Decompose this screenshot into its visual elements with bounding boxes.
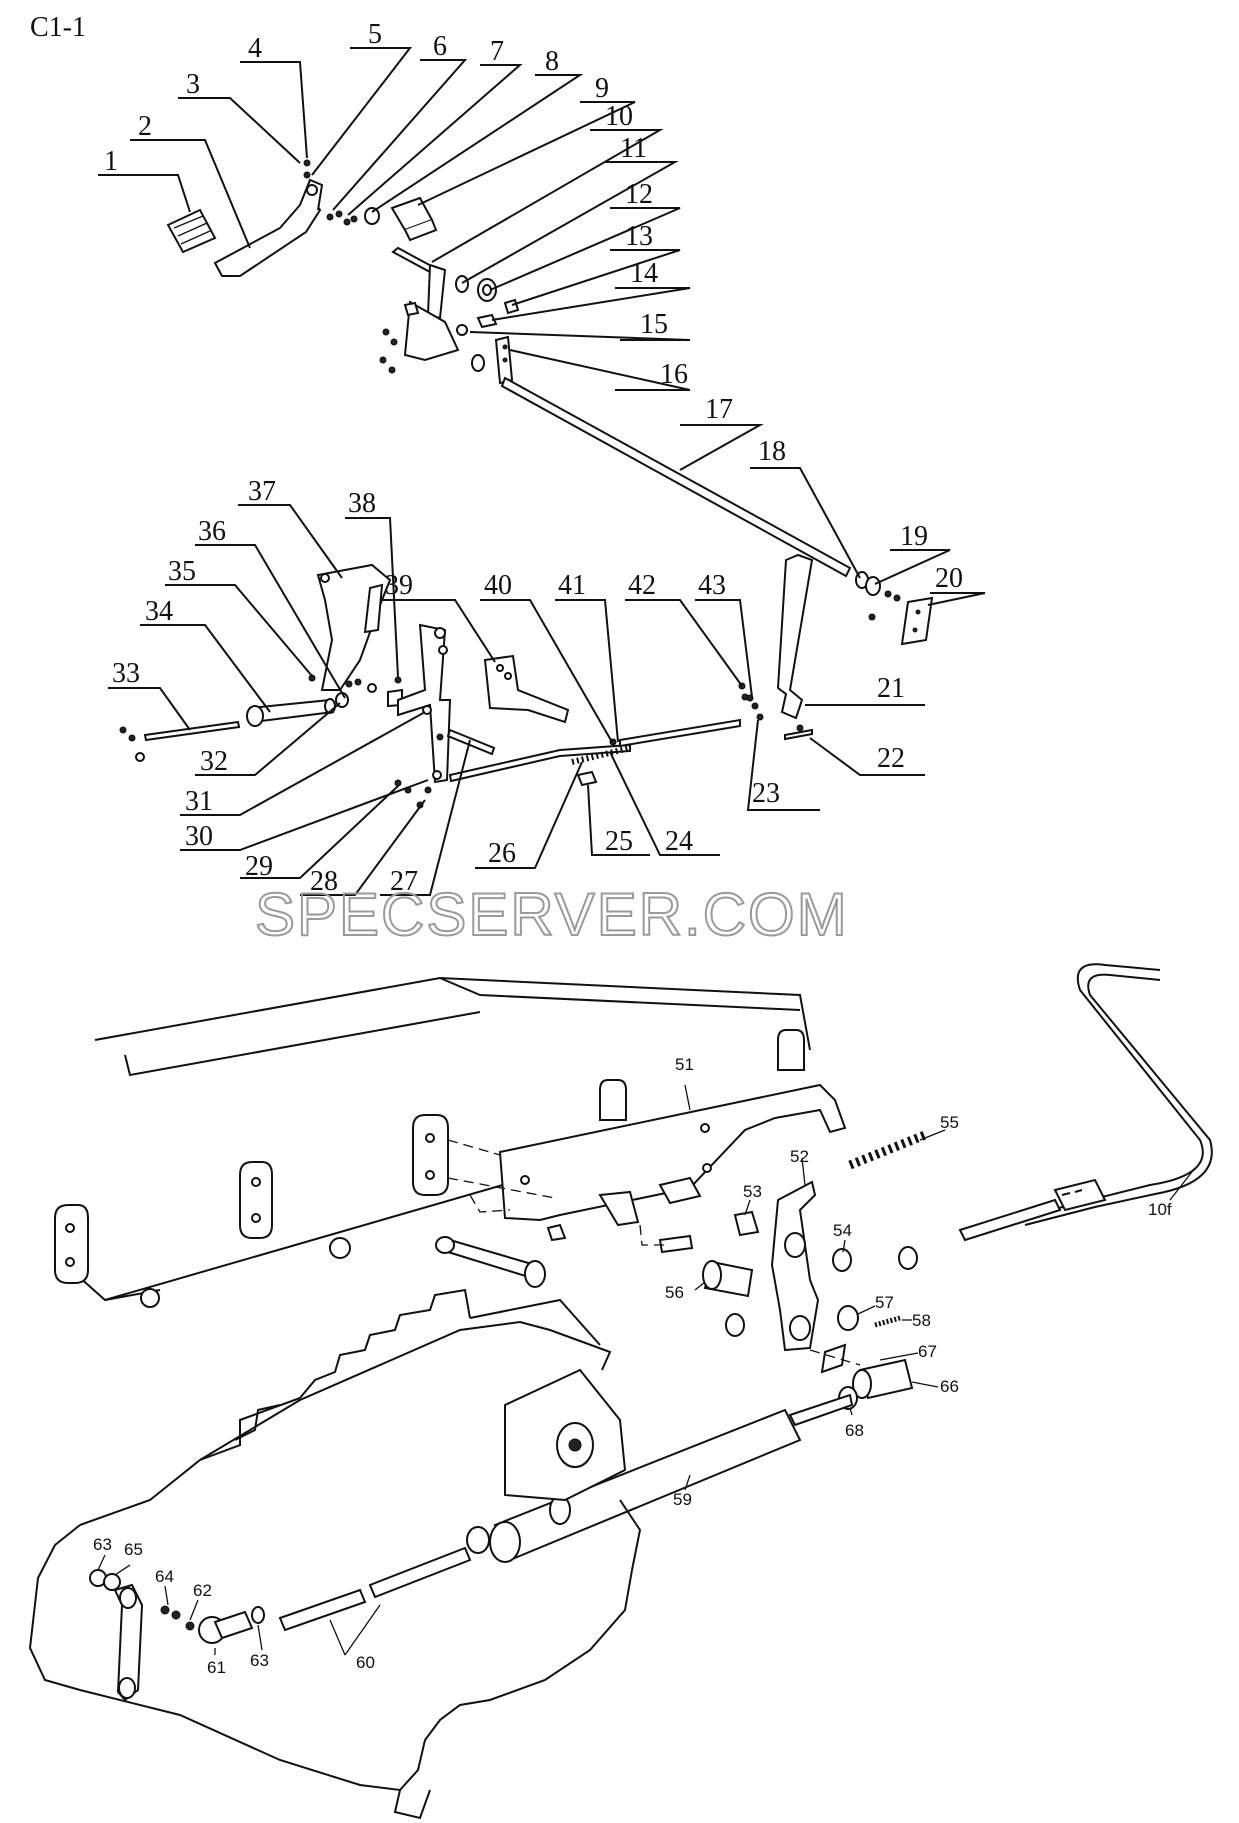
callout-1: 1 (104, 146, 118, 177)
callout-32: 32 (200, 746, 228, 777)
callout-30: 30 (185, 821, 213, 852)
callout-66: 66 (940, 1377, 959, 1396)
callout-19: 19 (900, 521, 928, 552)
callout-63b: 63 (250, 1651, 269, 1670)
callout-43: 43 (698, 570, 726, 601)
callout-29: 29 (245, 851, 273, 882)
callout-39: 39 (385, 570, 413, 601)
callout-58: 58 (912, 1311, 931, 1330)
callout-36: 36 (198, 516, 226, 547)
callout-61: 61 (207, 1658, 226, 1677)
callout-67: 67 (918, 1342, 937, 1361)
callout-10f: 10f (1148, 1200, 1172, 1219)
callout-5: 5 (368, 19, 382, 50)
callout-28: 28 (310, 866, 338, 897)
callout-62: 62 (193, 1581, 212, 1600)
callout-23: 23 (752, 778, 780, 809)
callout-37: 37 (248, 476, 276, 507)
callout-2: 2 (138, 111, 152, 142)
callout-6: 6 (433, 31, 447, 62)
callout-40: 40 (484, 570, 512, 601)
callout-11: 11 (620, 133, 647, 164)
diagram-code: C1-1 (30, 12, 86, 43)
lower-callouts: 51 52 53 54 55 56 57 58 59 60 61 62 63 6… (93, 1055, 1196, 1677)
upper-callouts: 1 2 3 4 5 6 7 8 9 10 11 12 13 14 15 16 1… (98, 19, 986, 897)
callout-21: 21 (877, 673, 905, 704)
callout-27: 27 (390, 866, 418, 897)
callout-56: 56 (665, 1283, 684, 1302)
callout-16: 16 (660, 359, 688, 390)
pedal-linkage-drawing (119, 159, 934, 809)
callout-34: 34 (145, 596, 173, 627)
callout-26: 26 (488, 838, 516, 869)
callout-14: 14 (630, 258, 658, 289)
watermark: SPECSERVER.COM (255, 881, 849, 948)
callout-60: 60 (356, 1653, 375, 1672)
engine-cable-drawing (28, 963, 1213, 1820)
callout-54: 54 (833, 1221, 852, 1240)
callout-13: 13 (625, 221, 653, 252)
callout-24: 24 (665, 826, 693, 857)
callout-63: 63 (93, 1535, 112, 1554)
callout-41: 41 (558, 570, 586, 601)
callout-18: 18 (758, 436, 786, 467)
callout-57: 57 (875, 1293, 894, 1312)
callout-59: 59 (673, 1490, 692, 1509)
callout-8: 8 (545, 46, 559, 77)
callout-52: 52 (790, 1147, 809, 1166)
callout-42: 42 (628, 570, 656, 601)
callout-7: 7 (490, 36, 504, 67)
callout-25: 25 (605, 826, 633, 857)
callout-35: 35 (168, 556, 196, 587)
callout-10: 10 (605, 101, 633, 132)
callout-17: 17 (705, 394, 733, 425)
callout-38: 38 (348, 488, 376, 519)
callout-64: 64 (155, 1567, 174, 1586)
callout-12: 12 (625, 179, 653, 210)
callout-53: 53 (743, 1182, 762, 1201)
callout-51: 51 (675, 1055, 694, 1074)
callout-9: 9 (595, 73, 609, 104)
callout-65: 65 (124, 1540, 143, 1559)
callout-20: 20 (935, 563, 963, 594)
callout-68: 68 (845, 1421, 864, 1440)
callout-22: 22 (877, 743, 905, 774)
callout-3: 3 (186, 69, 200, 100)
callout-15: 15 (640, 309, 668, 340)
callout-31: 31 (185, 786, 213, 817)
callout-33: 33 (112, 658, 140, 689)
callout-55: 55 (940, 1113, 959, 1132)
callout-4: 4 (248, 33, 262, 64)
